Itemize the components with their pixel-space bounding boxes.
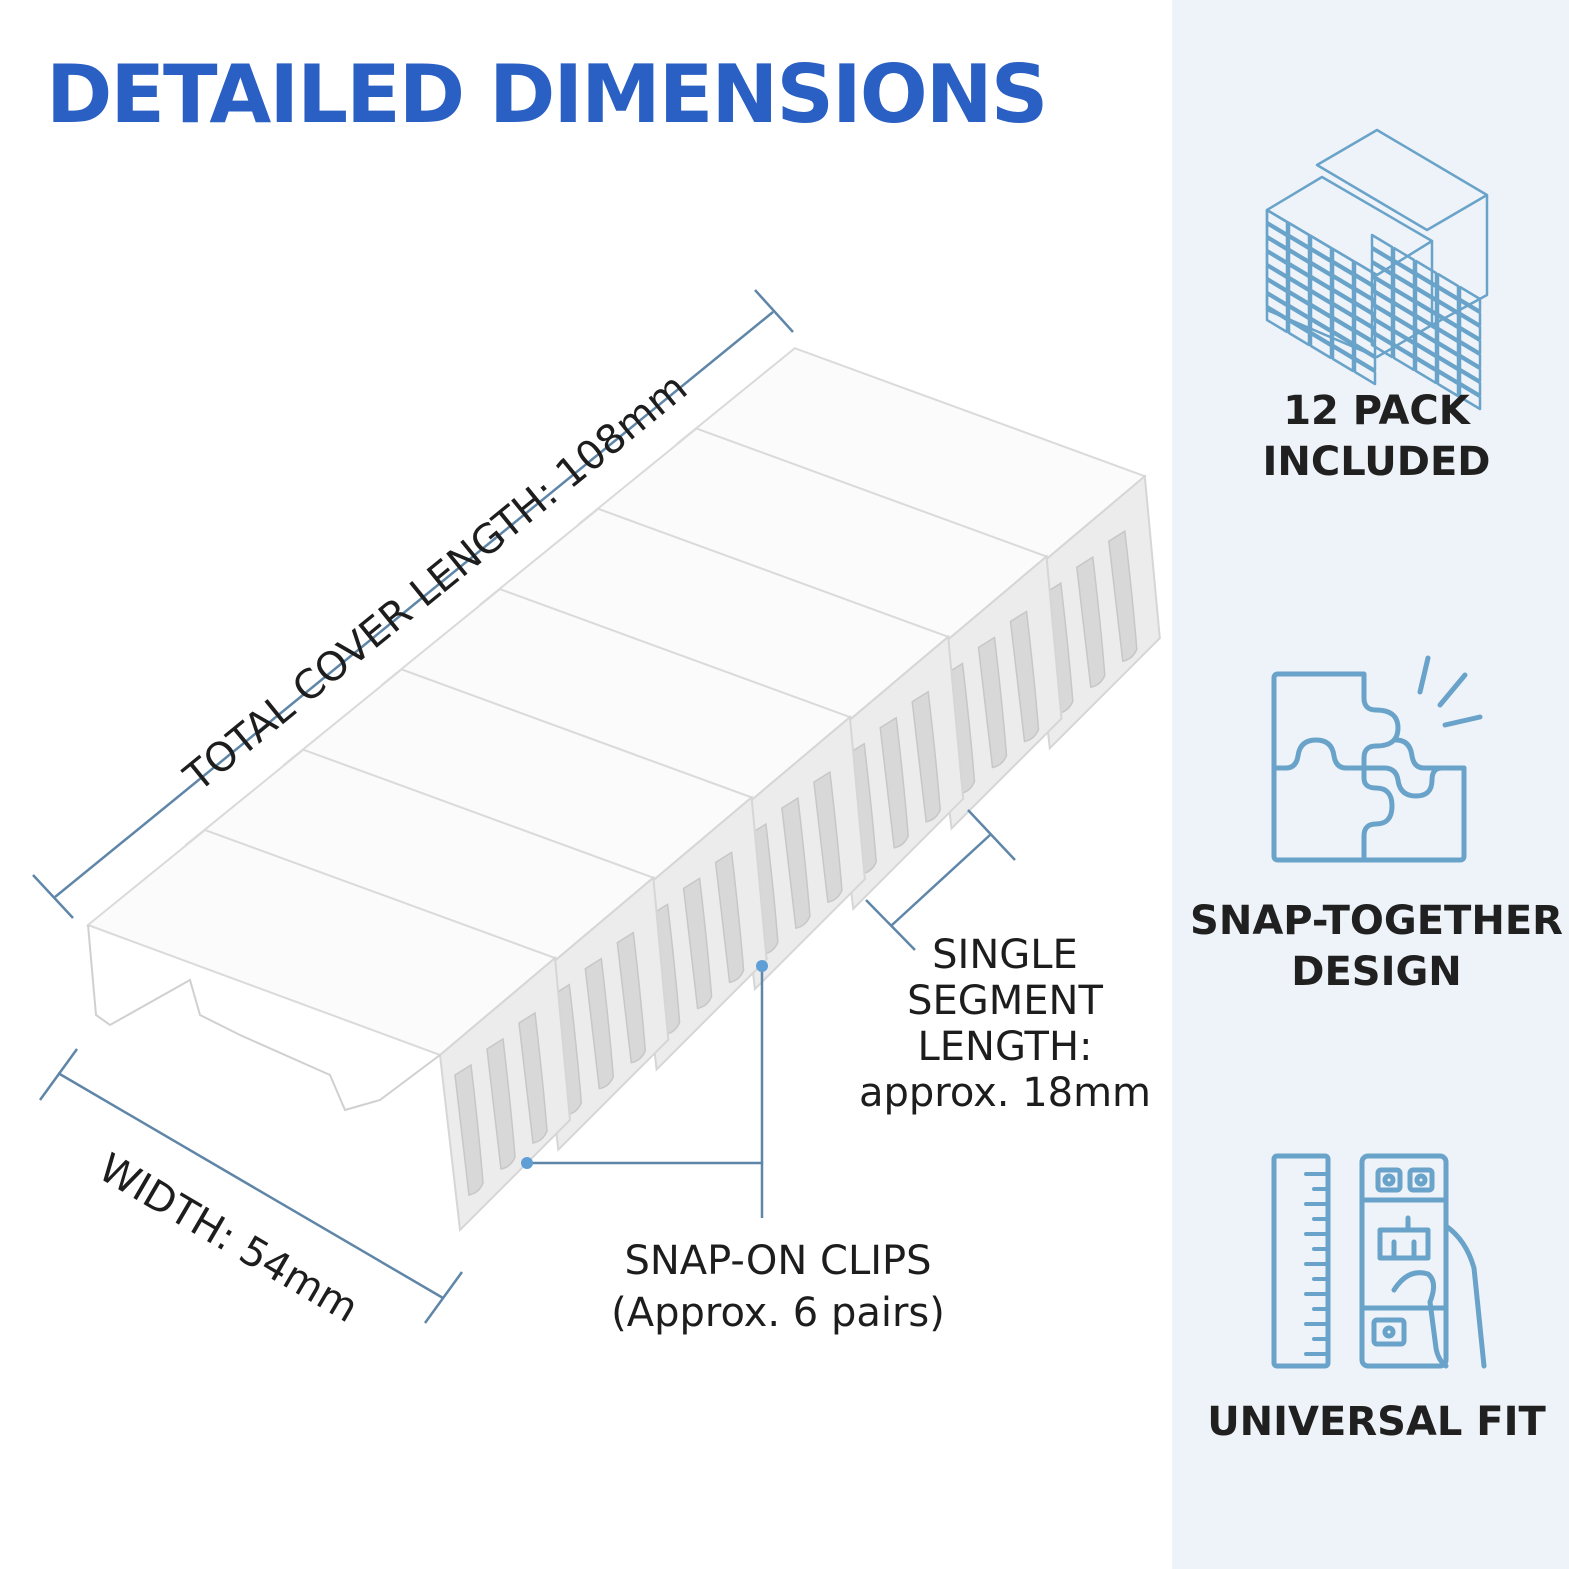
block <box>1331 303 1355 331</box>
ruler-and-breaker-icon <box>1271 1153 1487 1369</box>
block-outline <box>1265 195 1489 359</box>
feature-line: SNAP-TOGETHER <box>1190 898 1563 944</box>
segment-label-line: approx. 18mm <box>858 1070 1152 1116</box>
cover-segments <box>86 347 1161 1233</box>
puzzle-pieces-icon <box>1271 655 1483 863</box>
segment-label-line: LENGTH: <box>917 1024 1093 1070</box>
feature-line: INCLUDED <box>1262 439 1491 485</box>
block <box>1353 288 1377 316</box>
block <box>1414 329 1438 357</box>
block <box>1309 332 1333 360</box>
block <box>1331 275 1355 303</box>
cover-segment <box>577 427 1063 831</box>
block <box>1436 356 1460 384</box>
block <box>1309 262 1333 290</box>
clip-callout-dot <box>756 960 768 972</box>
block <box>1392 344 1416 372</box>
feature-line: 12 PACK <box>1283 388 1470 434</box>
segment-label-line: SEGMENT <box>907 978 1103 1024</box>
feature-line: UNIVERSAL FIT <box>1207 1399 1546 1445</box>
block <box>1414 273 1438 301</box>
block <box>1287 263 1311 291</box>
stacked-blocks-icon <box>1265 128 1489 411</box>
block <box>1436 370 1460 398</box>
block <box>1331 289 1355 317</box>
block <box>1287 291 1311 319</box>
block <box>1436 314 1460 342</box>
block <box>1370 247 1394 275</box>
segment-length-label: SINGLE SEGMENT LENGTH: approx. 18mm <box>830 932 1180 1116</box>
snap-on-clips-label: SNAP-ON CLIPS (Approx. 6 pairs) <box>578 1235 978 1339</box>
block <box>1309 234 1333 262</box>
block <box>1287 249 1311 277</box>
cover-end-leg <box>87 924 441 1112</box>
feature-12-pack: 12 PACK INCLUDED <box>1178 386 1569 488</box>
block <box>1392 316 1416 344</box>
block <box>1370 233 1394 261</box>
width-dimension-line <box>38 1048 464 1324</box>
block <box>1287 305 1311 333</box>
block <box>1331 317 1355 345</box>
block <box>1392 260 1416 288</box>
block <box>1353 302 1377 330</box>
block <box>1353 274 1377 302</box>
block <box>1392 246 1416 274</box>
block <box>1331 345 1355 373</box>
block <box>1331 261 1355 289</box>
block <box>1458 327 1482 355</box>
feature-universal-fit: UNIVERSAL FIT <box>1178 1397 1569 1448</box>
block <box>1287 277 1311 305</box>
cover-segment <box>184 748 670 1152</box>
block <box>1331 247 1355 275</box>
block <box>1436 300 1460 328</box>
block <box>1436 328 1460 356</box>
page-title: DETAILED DIMENSIONS <box>46 48 1048 141</box>
block <box>1414 343 1438 371</box>
total-length-dimension-line <box>32 289 794 919</box>
block <box>1436 342 1460 370</box>
clip-callout-dot <box>521 1157 533 1169</box>
block <box>1392 288 1416 316</box>
block <box>1414 259 1438 287</box>
block <box>1309 276 1333 304</box>
block <box>1458 341 1482 369</box>
block <box>1458 285 1482 313</box>
block <box>1353 260 1377 288</box>
block <box>1287 235 1311 263</box>
block <box>1309 304 1333 332</box>
block <box>1414 287 1438 315</box>
block <box>1458 383 1482 411</box>
block <box>1436 272 1460 300</box>
block <box>1414 315 1438 343</box>
block <box>1392 302 1416 330</box>
block <box>1309 248 1333 276</box>
cover-segment <box>86 828 572 1233</box>
segment-label-line: SINGLE <box>932 932 1078 978</box>
block <box>1331 331 1355 359</box>
block <box>1353 358 1377 386</box>
block <box>1287 221 1311 249</box>
block <box>1353 316 1377 344</box>
clips-label-line: SNAP-ON CLIPS <box>624 1238 932 1284</box>
block <box>1392 274 1416 302</box>
block <box>1458 313 1482 341</box>
block <box>1458 369 1482 397</box>
feature-line: DESIGN <box>1291 949 1462 995</box>
block <box>1287 319 1311 347</box>
block <box>1414 357 1438 385</box>
clip-callout-leader <box>527 966 764 1218</box>
clips-label-line: (Approx. 6 pairs) <box>611 1290 945 1336</box>
block <box>1309 290 1333 318</box>
block <box>1414 301 1438 329</box>
block <box>1458 355 1482 383</box>
feature-snap-together: SNAP-TOGETHER DESIGN <box>1178 896 1569 998</box>
segment-length-dimension-line <box>865 809 1016 951</box>
